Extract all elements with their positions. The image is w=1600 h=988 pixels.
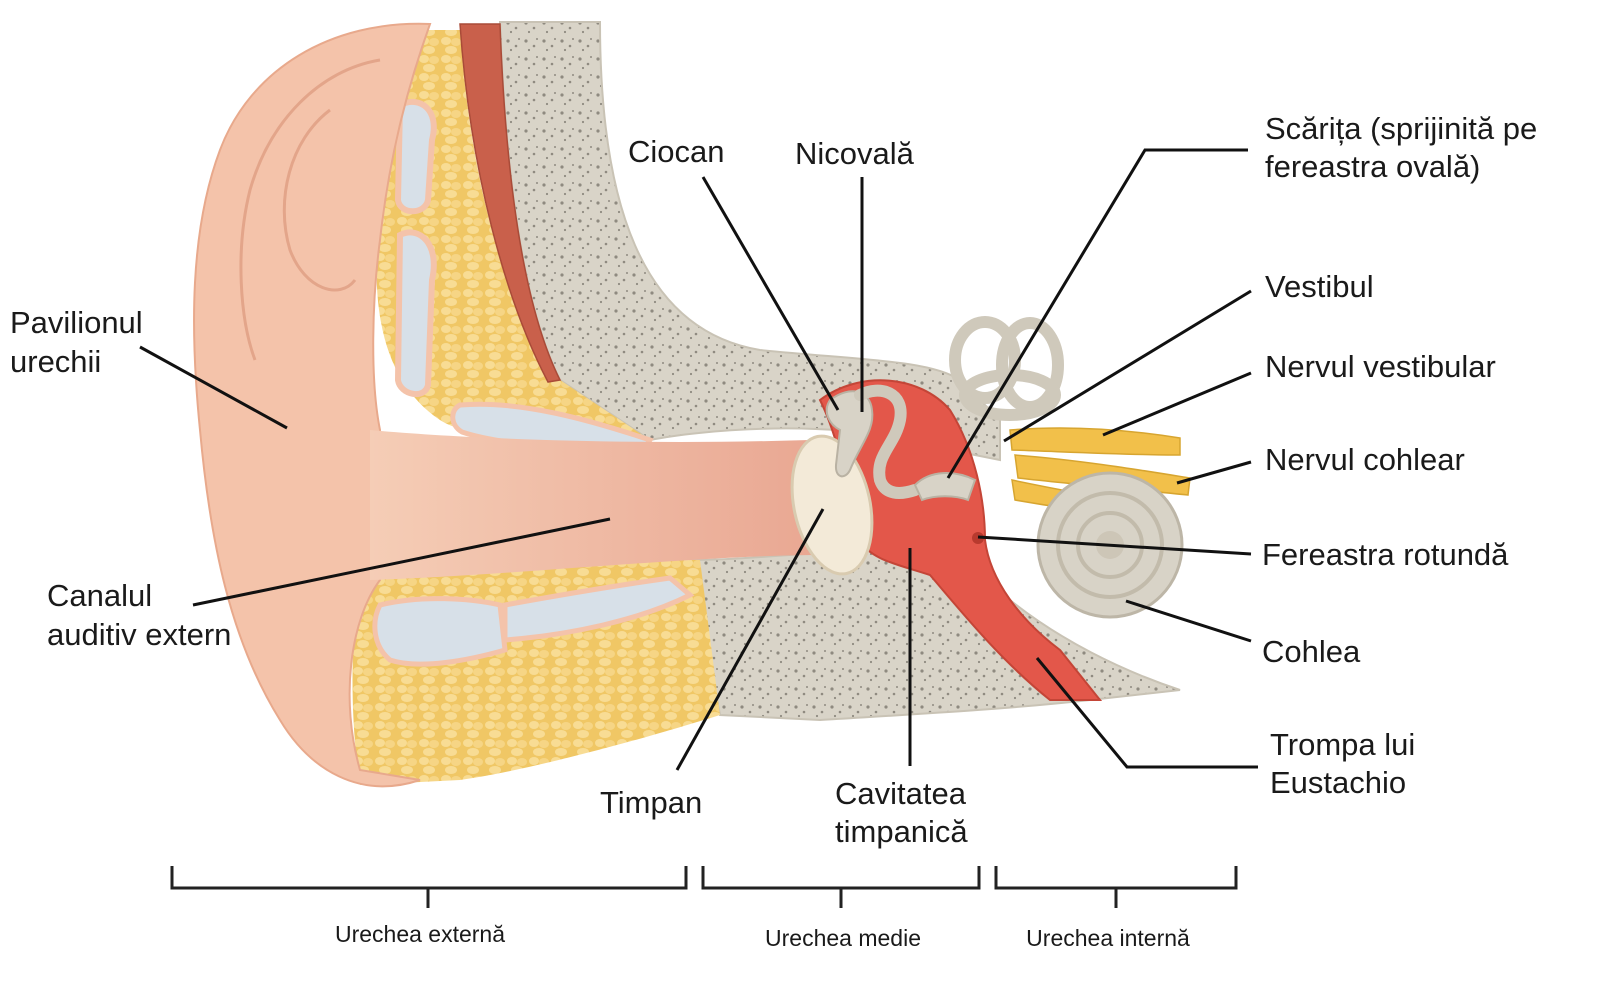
bracket-interna: [994, 866, 1238, 890]
leader-cohlea: [1125, 599, 1252, 643]
cartilage-5: [502, 575, 695, 643]
eardrum: [790, 434, 874, 576]
ear-illustration: [193, 21, 1191, 788]
auricle: [193, 22, 432, 788]
stapes: [913, 472, 977, 502]
leader-fereastra: [977, 535, 1252, 556]
muscle-band: [459, 23, 562, 383]
label-fereastra-rotunda: Fereastra rotundă: [1262, 537, 1509, 572]
label-trompa-l2: Eustachio: [1270, 765, 1406, 800]
label-cavitatea-l2: timpanică: [835, 814, 968, 849]
section-label-externa: Urechea externă: [335, 921, 505, 947]
leader-trompa: [1035, 657, 1258, 769]
label-cavitatea-l1: Cavitatea: [835, 776, 967, 811]
fat-upper: [376, 30, 650, 442]
label-canal-l1: Canalul: [47, 578, 152, 613]
section-label-medie: Urechea medie: [765, 925, 921, 951]
label-vestibul: Vestibul: [1265, 269, 1374, 304]
label-ciocan: Ciocan: [628, 134, 725, 169]
leader-pavilion: [139, 345, 288, 430]
label-cohlea: Cohlea: [1262, 634, 1361, 669]
leader-nerv-vestibular: [1102, 371, 1252, 437]
cartilage-4: [372, 596, 508, 667]
bracket-medie: [701, 866, 981, 890]
leader-timpan: [675, 508, 825, 771]
label-pavilion-l1: Pavilionul: [10, 305, 143, 340]
leader-nerv-cohlear: [1176, 460, 1252, 485]
auricle-fold: [239, 58, 381, 361]
label-pavilion-l2: urechii: [10, 344, 101, 379]
incus: [854, 384, 921, 499]
labels: Pavilionul urechii Canalul auditiv exter…: [10, 111, 1537, 951]
label-trompa-l1: Trompa lui: [1270, 727, 1415, 762]
leader-scarita: [946, 148, 1248, 479]
label-nicovala: Nicovală: [795, 136, 915, 171]
cartilage-1: [394, 98, 437, 215]
leader-vestibul: [1003, 289, 1252, 443]
label-canal-l2: auditiv extern: [47, 617, 231, 652]
section-brackets: [170, 866, 1238, 908]
auricle-fold-2: [282, 108, 357, 292]
leader-canal: [192, 517, 611, 607]
semicircular-canals: [949, 316, 1064, 421]
label-nerv-vestibular: Nervul vestibular: [1265, 349, 1496, 384]
label-timpan: Timpan: [600, 785, 702, 820]
label-nerv-cohlear: Nervul cohlear: [1265, 442, 1465, 477]
bracket-externa: [170, 866, 688, 890]
leader-ciocan: [701, 176, 840, 411]
label-scarita-l2: fereastra ovală): [1265, 149, 1480, 184]
section-label-interna: Urechea internă: [1026, 925, 1190, 951]
cartilage-2: [394, 229, 437, 397]
label-scarita-l1: Scărița (sprijinită pe: [1265, 111, 1537, 146]
ear-canal: [370, 430, 820, 580]
leader-lines: [139, 148, 1258, 771]
